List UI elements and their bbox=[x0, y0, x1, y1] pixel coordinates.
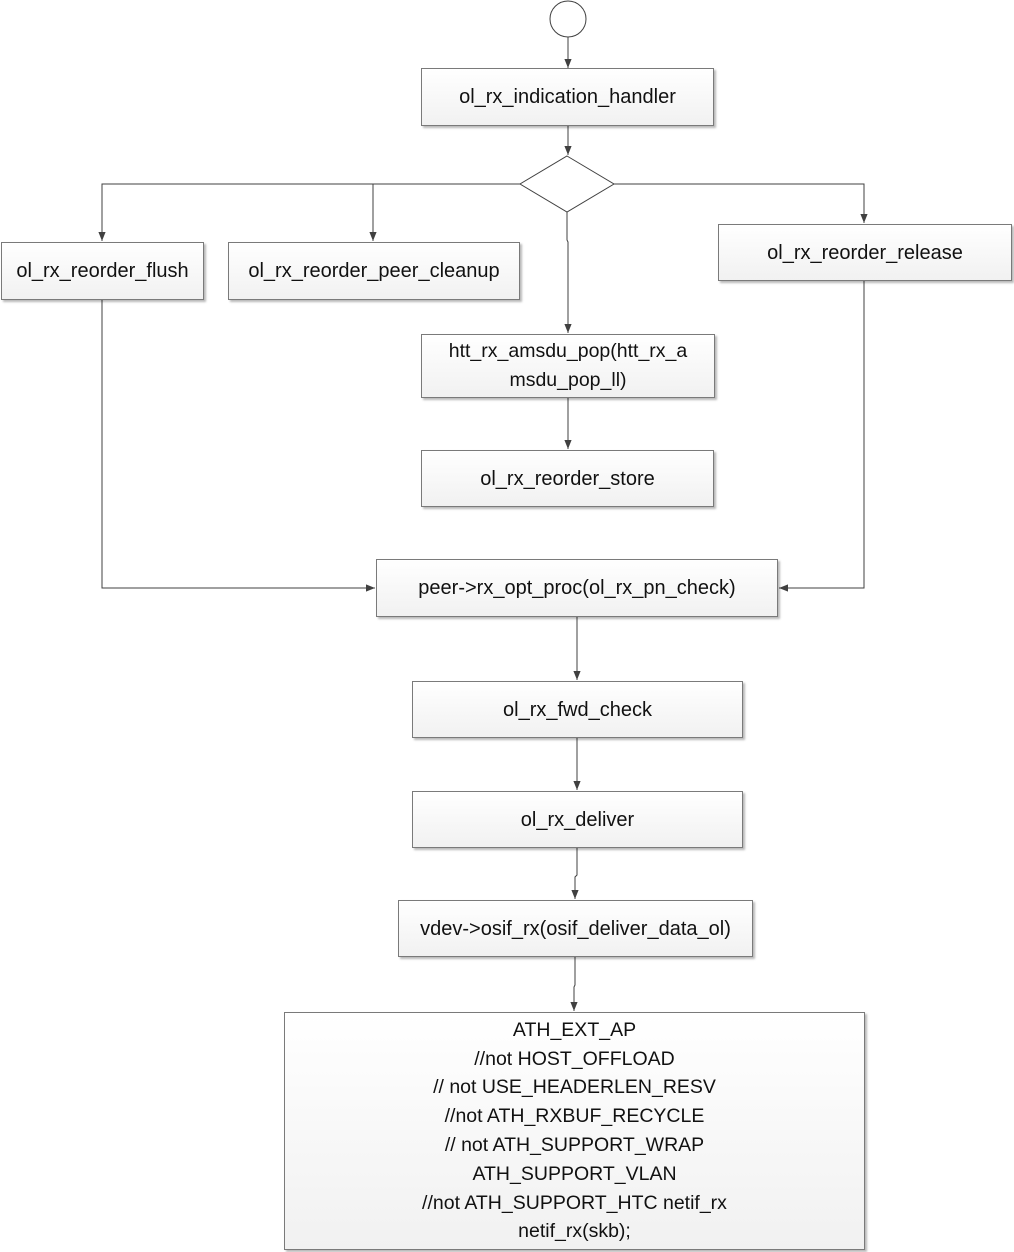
fwd-check-label: ol_rx_fwd_check bbox=[503, 698, 652, 721]
reorder-store-box: ol_rx_reorder_store bbox=[421, 450, 714, 507]
deliver-box: ol_rx_deliver bbox=[412, 791, 743, 848]
final-line: //not ATH_RXBUF_RECYCLE bbox=[444, 1105, 705, 1128]
osif-rx-label: vdev->osif_rx(osif_deliver_data_ol) bbox=[420, 917, 731, 940]
reorder-release-label: ol_rx_reorder_release bbox=[767, 241, 963, 264]
indication-handler-label: ol_rx_indication_handler bbox=[459, 86, 676, 108]
fwd-check-box: ol_rx_fwd_check bbox=[412, 681, 743, 738]
final-line: //not HOST_OFFLOAD bbox=[474, 1047, 675, 1070]
reorder-flush-label: ol_rx_reorder_flush bbox=[16, 260, 189, 282]
final-netif-rx-box: ATH_EXT_AP //not HOST_OFFLOAD // not USE… bbox=[284, 1012, 865, 1250]
indication-handler-box: ol_rx_indication_handler bbox=[421, 68, 714, 126]
osif-rx-box: vdev->osif_rx(osif_deliver_data_ol) bbox=[398, 900, 753, 957]
rx-opt-proc-box: peer->rx_opt_proc(ol_rx_pn_check) bbox=[376, 559, 778, 617]
final-line: //not ATH_SUPPORT_HTC netif_rx bbox=[422, 1191, 727, 1214]
start-node bbox=[549, 0, 587, 38]
reorder-flush-box: ol_rx_reorder_flush bbox=[1, 242, 204, 300]
reorder-peer-cleanup-box: ol_rx_reorder_peer_cleanup bbox=[228, 242, 520, 300]
edge-decision-to-flush bbox=[98, 183, 520, 241]
edge-flush-to-opt-proc bbox=[101, 300, 375, 592]
edge-deliver-to-osif-rx bbox=[571, 848, 579, 899]
reorder-store-label: ol_rx_reorder_store bbox=[480, 467, 655, 490]
amsdu-pop-label-line1: htt_rx_amsdu_pop(htt_rx_a bbox=[448, 340, 688, 362]
final-line: ATH_SUPPORT_VLAN bbox=[472, 1162, 677, 1185]
edge-decision-to-amsdu-pop bbox=[564, 212, 572, 333]
final-line: // not ATH_SUPPORT_WRAP bbox=[444, 1134, 705, 1156]
edge-decision-to-release bbox=[614, 183, 868, 223]
rx-opt-proc-label: peer->rx_opt_proc(ol_rx_pn_check) bbox=[418, 577, 736, 599]
edge-release-to-opt-proc bbox=[779, 281, 865, 592]
reorder-peer-cleanup-label: ol_rx_reorder_peer_cleanup bbox=[248, 260, 500, 282]
amsdu-pop-box: htt_rx_amsdu_pop(htt_rx_a msdu_pop_ll) bbox=[421, 334, 715, 398]
final-line: netif_rx(skb); bbox=[518, 1220, 631, 1243]
edge-osif-rx-to-final bbox=[570, 957, 578, 1011]
final-line: ATH_EXT_AP bbox=[512, 1018, 637, 1041]
reorder-release-box: ol_rx_reorder_release bbox=[718, 224, 1012, 281]
amsdu-pop-label-line2: msdu_pop_ll) bbox=[509, 369, 627, 391]
decision-node bbox=[519, 155, 615, 213]
final-line: // not USE_HEADERLEN_RESV bbox=[433, 1076, 716, 1099]
deliver-label: ol_rx_deliver bbox=[520, 808, 635, 831]
